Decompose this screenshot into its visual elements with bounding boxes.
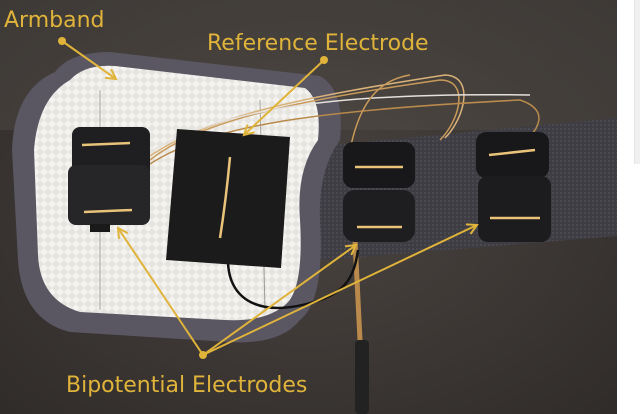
side-panel bbox=[634, 0, 640, 164]
arrowhead-icon bbox=[104, 68, 118, 81]
pointer-line-armband bbox=[61, 40, 117, 80]
pointer-line-bipotential bbox=[202, 224, 478, 356]
armband-photo: Armband Reference Electrode Bipotential … bbox=[0, 0, 617, 414]
arrowhead-icon bbox=[242, 124, 255, 137]
bipotential-electrode-right bbox=[476, 132, 551, 242]
label-armband: Armband bbox=[4, 8, 105, 33]
arrowhead-icon bbox=[344, 243, 358, 256]
cable-sleeve bbox=[355, 340, 369, 414]
bipotential-electrode-middle bbox=[343, 142, 415, 242]
bipotential-electrode-left bbox=[68, 127, 150, 232]
pointer-line-bipotential bbox=[202, 244, 357, 356]
pointer-dot-icon bbox=[58, 37, 66, 45]
annotation-layer bbox=[58, 37, 479, 359]
arrowhead-icon bbox=[116, 226, 129, 240]
label-bipotential-electrodes: Bipotential Electrodes bbox=[66, 373, 307, 398]
pointer-line-reference bbox=[243, 59, 325, 136]
reference-electrode bbox=[166, 129, 290, 268]
arrowhead-icon bbox=[465, 223, 479, 235]
label-reference-electrode: Reference Electrode bbox=[207, 31, 429, 56]
pointer-line-bipotential bbox=[117, 227, 204, 356]
pointer-dot-icon bbox=[320, 56, 328, 64]
